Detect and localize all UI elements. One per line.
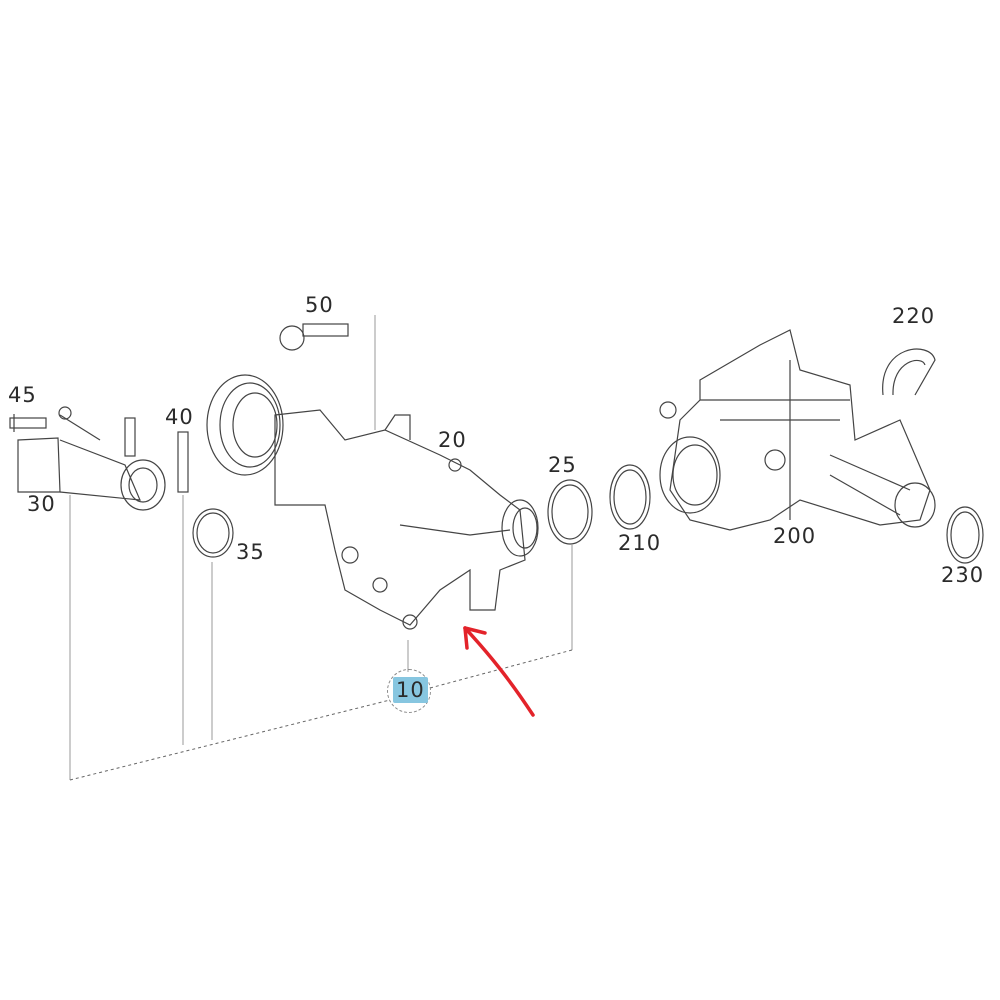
connector-30-drawing: [17, 406, 166, 511]
pin-40-drawing: [177, 431, 189, 493]
clip-220-drawing: [882, 348, 936, 396]
oring-35-drawing: [192, 508, 234, 558]
highlight-ring: [387, 669, 431, 713]
part-label-20[interactable]: 20: [438, 428, 467, 452]
part-label-35[interactable]: 35: [236, 540, 265, 564]
part-label-10-highlighted[interactable]: 10: [393, 677, 428, 703]
oring-25-drawing: [547, 479, 593, 545]
bolt-50-drawing: [279, 323, 349, 351]
part-label-200[interactable]: 200: [773, 524, 817, 548]
water-pump-20-drawing: [206, 374, 539, 630]
red-arrow-annotation: [463, 626, 535, 717]
thermostat-housing-200-drawing: [659, 329, 936, 531]
part-label-230[interactable]: 230: [941, 563, 985, 587]
oring-230-drawing: [946, 506, 984, 564]
part-label-45[interactable]: 45: [8, 383, 37, 407]
part-label-50[interactable]: 50: [305, 293, 334, 317]
part-label-30[interactable]: 30: [27, 492, 56, 516]
oring-210-drawing: [609, 464, 651, 530]
bolt-45-drawing: [9, 414, 47, 432]
part-label-40[interactable]: 40: [165, 405, 194, 429]
leader-lines: [69, 315, 573, 781]
part-label-25[interactable]: 25: [548, 453, 577, 477]
part-label-220[interactable]: 220: [892, 304, 936, 328]
part-label-210[interactable]: 210: [618, 531, 662, 555]
